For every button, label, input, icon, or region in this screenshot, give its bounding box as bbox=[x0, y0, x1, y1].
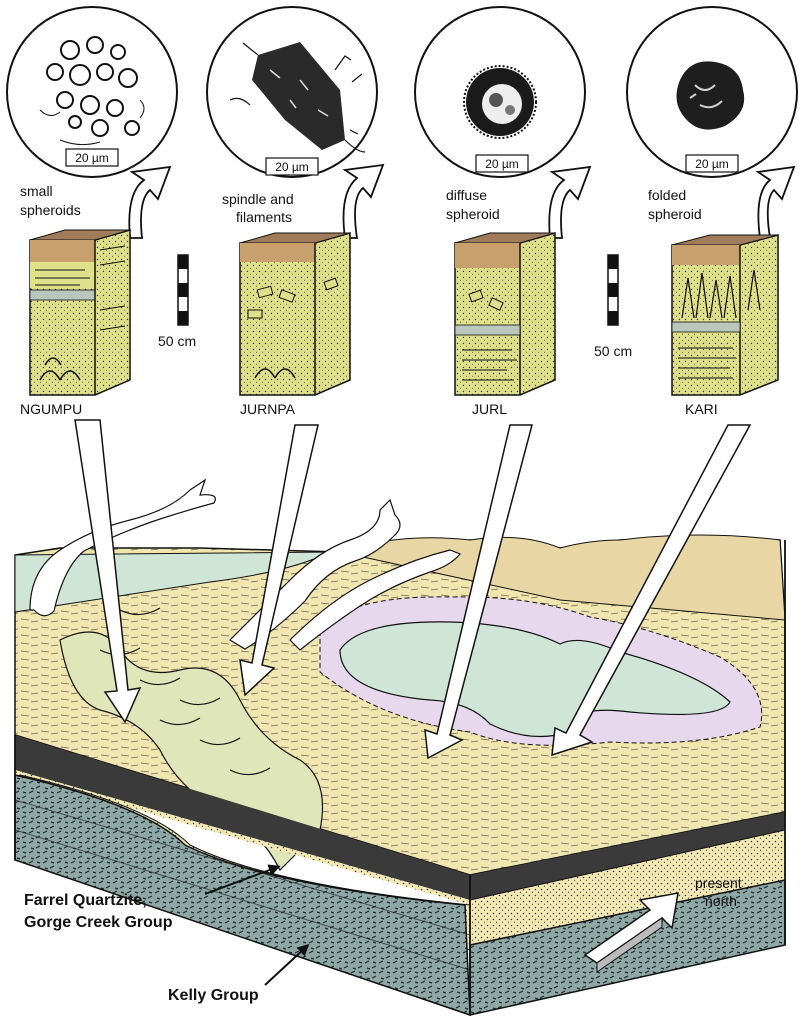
microfossil-panel-1: 20 µm bbox=[7, 7, 177, 177]
caption-spindle: spindle and bbox=[222, 191, 294, 207]
caption-folded: folded bbox=[648, 187, 686, 203]
column-jurl: JURL bbox=[455, 233, 555, 417]
scale-label: 20 µm bbox=[695, 157, 729, 171]
scale-bar-2: 50 cm bbox=[594, 255, 632, 359]
scale-bar-label: 50 cm bbox=[158, 333, 196, 349]
diffuse-spheroid-drawing bbox=[464, 66, 536, 138]
north-label-2: north bbox=[705, 893, 737, 909]
caption-diffuse: diffuse bbox=[446, 187, 487, 203]
microfossil-panel-4: 20 µm bbox=[627, 7, 797, 177]
scale-label: 20 µm bbox=[485, 157, 519, 171]
site-label: JURL bbox=[472, 401, 507, 417]
landscape-block bbox=[15, 535, 785, 1015]
folded-spheroid-drawing bbox=[676, 61, 744, 129]
scale-label: 20 µm bbox=[75, 151, 109, 165]
column-kari: KARI bbox=[672, 235, 778, 417]
site-label: JURNPA bbox=[240, 401, 296, 417]
site-label: NGUMPU bbox=[20, 401, 82, 417]
caption-small: small bbox=[20, 183, 53, 199]
caption-spheroid-2: spheroid bbox=[648, 206, 702, 222]
scale-bar-1: 50 cm bbox=[158, 255, 196, 349]
column-jurnpa: JURNPA bbox=[240, 233, 350, 417]
caption-spheroids: spheroids bbox=[20, 202, 81, 218]
microfossil-panel-3: 20 µm bbox=[415, 7, 585, 177]
kelly-pointer bbox=[265, 948, 305, 985]
farrel-label-2: Gorge Creek Group bbox=[24, 914, 173, 931]
kelly-label: Kelly Group bbox=[168, 987, 259, 1004]
caption-filaments: filaments bbox=[236, 209, 292, 225]
scale-label: 20 µm bbox=[275, 160, 309, 174]
column-ngumpu: NGUMPU bbox=[20, 230, 130, 417]
caption-spheroid: spheroid bbox=[446, 206, 500, 222]
north-label-1: present bbox=[695, 875, 742, 891]
farrel-label-1: Farrel Quartzite, bbox=[24, 892, 147, 909]
site-label: KARI bbox=[685, 401, 718, 417]
microfossil-panel-2: 20 µm bbox=[207, 7, 377, 177]
scale-bar-label: 50 cm bbox=[594, 343, 632, 359]
